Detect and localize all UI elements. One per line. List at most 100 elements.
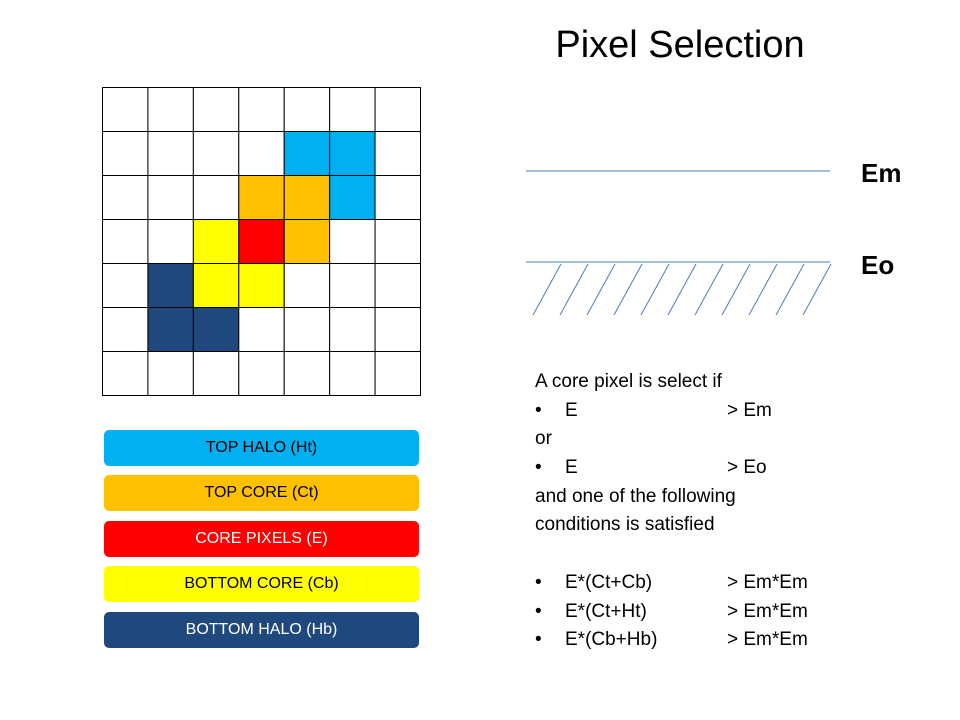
hatch-line xyxy=(532,263,562,316)
bullet: • xyxy=(535,399,542,421)
grid-cell-white xyxy=(283,87,331,132)
eo-hatch-pattern xyxy=(532,263,832,316)
selection-rules: A core pixel is select if • E > Em or • … xyxy=(535,368,808,655)
grid-cell-white xyxy=(329,307,376,352)
rule-and-line-1: and one of the following xyxy=(535,485,736,507)
grid-cell-white xyxy=(192,175,240,220)
legend-core-pixels-label: CORE PIXELS (E) xyxy=(195,530,328,547)
legend-top-core-label: TOP CORE (Ct) xyxy=(204,484,319,501)
grid-cell-top-halo xyxy=(283,131,331,176)
threshold-diagram xyxy=(526,170,832,316)
grid-cell-white xyxy=(102,87,149,132)
hatch-line xyxy=(748,263,778,316)
grid-cell-white xyxy=(192,87,240,132)
rule-rhs: > Em*Em xyxy=(727,629,808,651)
hatch-line xyxy=(586,263,616,316)
hatch-line xyxy=(775,263,805,316)
grid-cell-bottom-halo xyxy=(147,263,194,308)
bullet: • xyxy=(535,571,542,593)
grid-cell-white xyxy=(102,263,149,308)
grid-cell-white xyxy=(283,351,331,396)
legend-bottom-halo: BOTTOM HALO (Hb) xyxy=(104,612,419,648)
rule-lhs: E*(Ct+Cb) xyxy=(565,571,653,593)
grid-cell-white xyxy=(238,87,285,132)
grid-cell-white xyxy=(102,307,149,352)
rule-rhs: > Em*Em xyxy=(727,571,808,593)
legend-bottom-halo-label: BOTTOM HALO (Hb) xyxy=(185,621,338,638)
grid-cell-white xyxy=(283,263,331,308)
grid-cell-white xyxy=(283,307,331,352)
eo-label: Eo xyxy=(861,250,895,280)
rule-condition-eo: • E > Eo xyxy=(535,454,767,483)
hatch-line xyxy=(640,263,670,316)
grid-cell-white xyxy=(329,351,376,396)
rule-rhs: > Eo xyxy=(727,457,767,479)
rule-intro: A core pixel is select if xyxy=(535,371,722,392)
slide-title: Pixel Selection xyxy=(555,24,805,66)
rule-extra-ct-cb: • E*(Ct+Cb) > Em*Em xyxy=(535,569,808,598)
grid-cell-white xyxy=(238,351,285,396)
grid-cell-bottom-core xyxy=(192,219,240,264)
bullet: • xyxy=(535,457,542,479)
grid-cell-white xyxy=(374,263,421,308)
rule-lhs: E*(Cb+Hb) xyxy=(565,629,658,651)
grid-cell-bottom-halo xyxy=(147,307,194,352)
grid-cell-white xyxy=(238,131,285,176)
rule-rhs: > Em*Em xyxy=(727,600,808,622)
grid-cell-white xyxy=(329,219,376,264)
rule-lhs: E*(Ct+Ht) xyxy=(565,600,647,622)
grid-cell-top-halo xyxy=(329,131,376,176)
rule-extra-ct-ht: • E*(Ct+Ht) > Em*Em xyxy=(535,598,808,627)
grid-cell-white xyxy=(102,131,149,176)
grid-cell-top-core xyxy=(283,175,331,220)
grid-cell-white xyxy=(374,87,421,132)
grid-cell-white xyxy=(329,263,376,308)
legend-bottom-core-label: BOTTOM CORE (Cb) xyxy=(184,575,339,592)
em-label: Em xyxy=(861,158,902,188)
hatch-line xyxy=(559,263,589,316)
grid-cell-core xyxy=(238,219,285,264)
rule-spacer xyxy=(535,540,736,569)
grid-cell-white xyxy=(374,307,421,352)
grid-cell-white xyxy=(192,131,240,176)
bullet: • xyxy=(535,629,542,651)
grid-cell-white xyxy=(238,307,285,352)
rule-or: or xyxy=(535,428,552,450)
rule-and-line-2: conditions is satisfied xyxy=(535,514,715,536)
hatch-line xyxy=(721,263,751,316)
grid-cell-top-core xyxy=(238,175,285,220)
grid-cell-top-halo xyxy=(329,175,376,220)
legend-top-core: TOP CORE (Ct) xyxy=(104,475,419,511)
grid-cell-white xyxy=(147,351,194,396)
grid-cell-white xyxy=(102,219,149,264)
legend-top-halo: TOP HALO (Ht) xyxy=(104,430,419,466)
rule-lhs: E xyxy=(565,457,578,479)
rule-condition-em: • E > Em xyxy=(535,397,772,426)
grid-cell-top-core xyxy=(283,219,331,264)
grid-cell-bottom-halo xyxy=(192,307,240,352)
bullet: • xyxy=(535,600,542,622)
grid-cell-white xyxy=(374,175,421,220)
hatch-line xyxy=(667,263,697,316)
hatch-line xyxy=(613,263,643,316)
hatch-line xyxy=(802,263,832,316)
grid-cell-white xyxy=(147,131,194,176)
grid-cell-white xyxy=(374,219,421,264)
hatch-line xyxy=(694,263,724,316)
rule-lhs: E xyxy=(565,399,578,421)
grid-cell-white xyxy=(374,131,421,176)
legend-core-pixels: CORE PIXELS (E) xyxy=(104,521,419,557)
legend-bottom-core: BOTTOM CORE (Cb) xyxy=(104,566,419,602)
grid-cell-white xyxy=(102,351,149,396)
grid-cell-white xyxy=(329,87,376,132)
grid-cell-bottom-core xyxy=(238,263,285,308)
grid-cell-white xyxy=(147,219,194,264)
legend-top-halo-label: TOP HALO (Ht) xyxy=(205,439,318,456)
rule-rhs: > Em xyxy=(727,399,772,421)
pixel-grid xyxy=(102,87,421,396)
grid-cell-white xyxy=(102,175,149,220)
grid-cell-white xyxy=(147,87,194,132)
grid-cell-bottom-core xyxy=(192,263,240,308)
rule-extra-cb-hb: • E*(Cb+Hb) > Em*Em xyxy=(535,626,808,655)
grid-cell-white xyxy=(374,351,421,396)
